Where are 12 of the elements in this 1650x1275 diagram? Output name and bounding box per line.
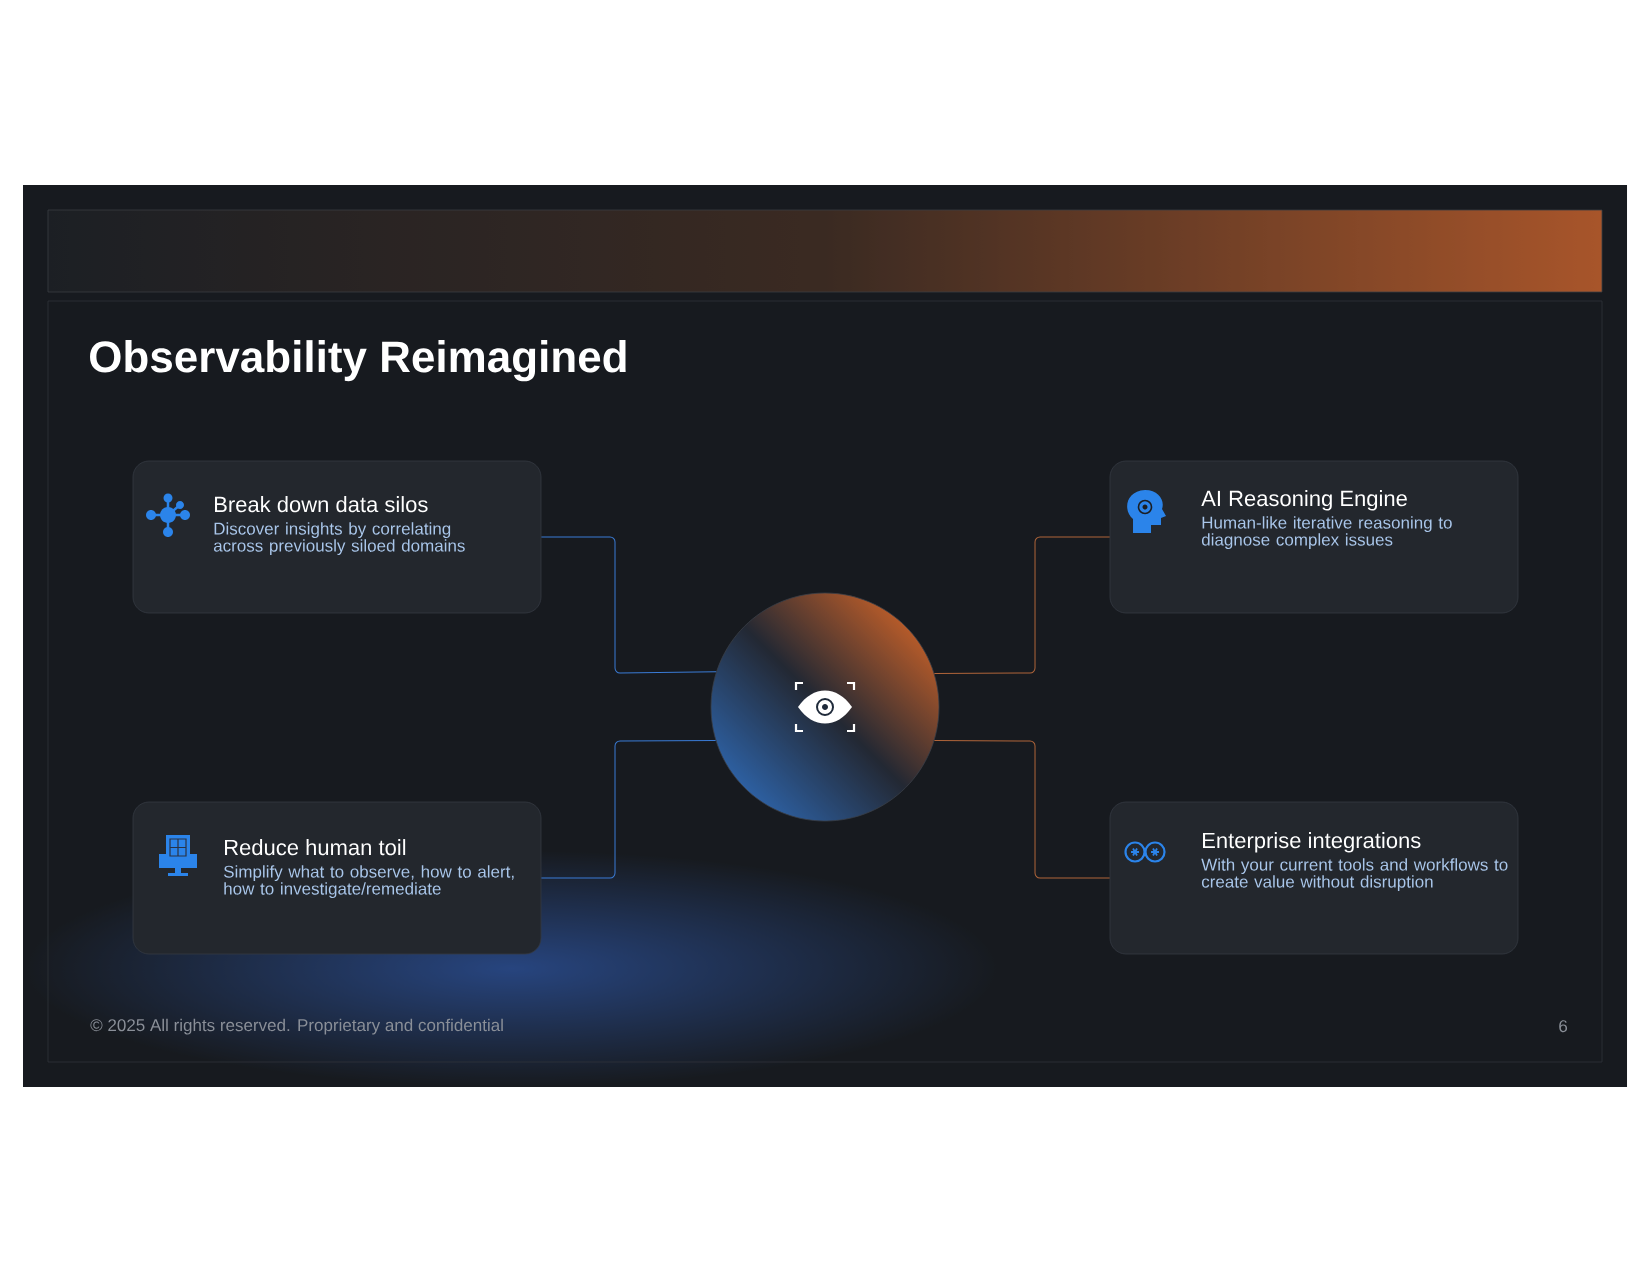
copyright-note: © 2025 All rights reserved. Proprietary and confidential [90,1018,503,1035]
connector-line [540,536,717,674]
page-number: 6 [1559,1020,1568,1033]
feature-card: Reduce human toil Simplify what to observe, how to alert, how to investigate/remediate [132,801,542,955]
feature-card: Break down data silos Discover insights by correlating across previously siloed domains [132,460,542,614]
connector-line [933,536,1111,675]
feature-card: AI Reasoning Engine Human-like iterative reasoning to diagnose complex issues [1109,460,1519,614]
connector-line [540,739,717,879]
hub-circle [710,592,940,822]
connector-line [933,739,1111,879]
slide-title: Observability Reimagined [90,340,626,382]
feature-card: Enterprise integrations With your current tools and workflows to create value without disruption [1109,801,1519,955]
